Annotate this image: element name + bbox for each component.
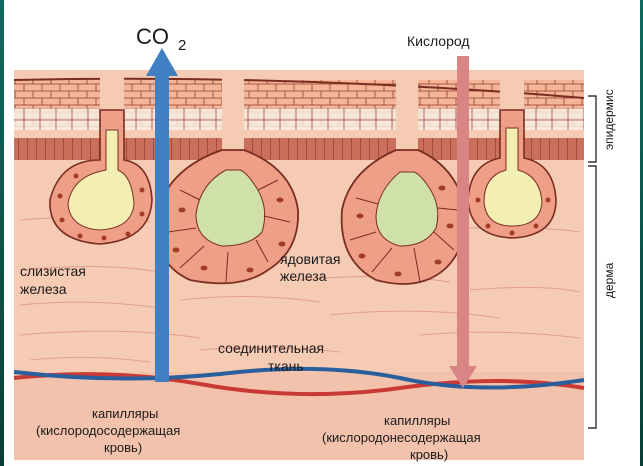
dermis-label: дерма [602,262,616,298]
capillary-deoxy-label-line2: (кислородонесодержащая [322,430,481,445]
poison-gland-label-line2: железа [280,268,327,284]
oxygen-label: Кислород [407,33,470,49]
connective-tissue-label-line1: соединительная [218,340,324,356]
epidermis-label: эпидермис [602,89,616,150]
mucous-gland-label-line1: слизистая [20,263,86,279]
capillary-deoxy-label-line1: капилляры [384,413,450,428]
capillary-oxy-label-line3: кровь) [104,440,142,455]
layer-brackets [588,96,596,428]
capillary-deoxy-label-line3: кровь) [410,447,448,462]
poison-gland-label-line1: ядовитая [280,251,340,267]
mucous-gland-label-line2: железа [20,281,67,297]
capillary-oxy-label-line1: капилляры [92,406,158,421]
co2-subscript: 2 [178,37,186,54]
co2-label: CO [136,24,169,49]
capillary-oxy-label-line2: (кислородосодержащая [36,423,180,438]
connective-tissue-label-line2: ткань [268,358,304,374]
